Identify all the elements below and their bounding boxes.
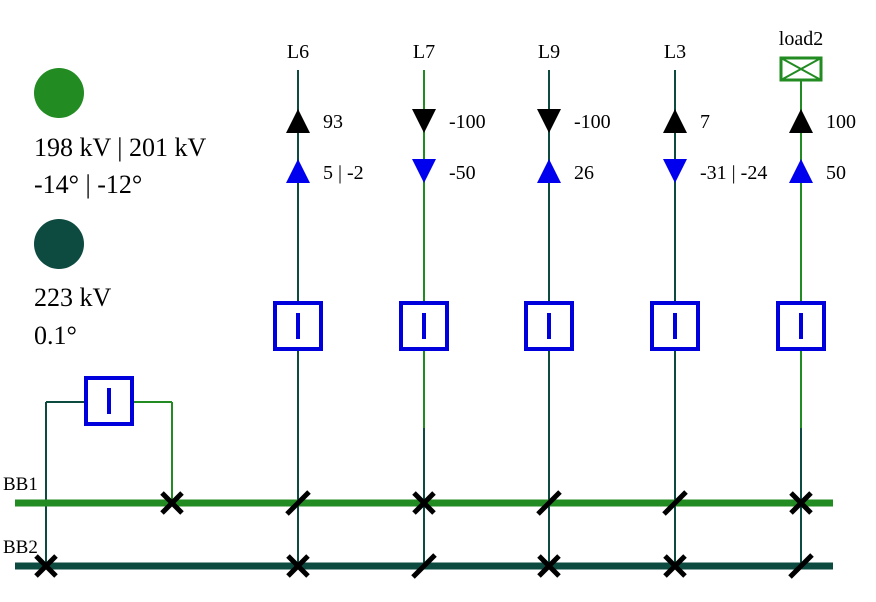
feeder-l3-label: L3: [664, 41, 686, 63]
voltage-level-2-angle: 0.1°: [34, 321, 77, 350]
feeder-l3: L3 7 -31 | -24: [650, 41, 767, 566]
reactive-power-value: -50: [449, 162, 476, 184]
busbars: BB1 BB2: [3, 474, 833, 570]
feeder-l9-label: L9: [538, 41, 560, 63]
load-icon-diag-b: [780, 57, 822, 81]
feeder-load2-bb1-switch-stroke-b: [789, 491, 813, 515]
feeder-l9-bb1-switch-stroke: [536, 490, 562, 516]
voltage-level-2-voltage: 223 kV: [34, 283, 112, 312]
feeder-load2-label: load2: [779, 28, 823, 50]
feeder-load2: load2 100 50: [776, 28, 856, 566]
active-power-value: 7: [700, 111, 710, 133]
feeder-l7-bb2-switch[interactable]: [411, 553, 437, 579]
reactive-power-arrow-icon: [537, 159, 561, 183]
switches: [34, 490, 814, 579]
reactive-power-arrow-icon: [789, 159, 813, 183]
voltage-level-1-angle: -14° | -12°: [34, 170, 142, 199]
feeder-l3-bb2-switch[interactable]: [663, 554, 687, 578]
feeder-l6-bb1-switch[interactable]: [285, 490, 311, 516]
feeder-l6-bb2-switch[interactable]: [286, 554, 310, 578]
feeder-l3-bb1-switch-stroke: [662, 490, 688, 516]
active-power-value: 100: [826, 111, 856, 133]
active-power-arrow-icon: [663, 109, 687, 133]
active-power-value: -100: [574, 111, 611, 133]
feeder-load2-bb1-switch[interactable]: [789, 491, 813, 515]
coupler-bb1-switch-stroke-b: [160, 491, 184, 515]
reactive-power-value: 5 | -2: [323, 162, 364, 184]
reactive-power-arrow-icon: [663, 159, 687, 183]
voltage-level-1-indicator[interactable]: [34, 68, 84, 118]
feeder-l6-breaker[interactable]: [273, 301, 323, 351]
reactive-power-arrow-icon: [412, 159, 436, 183]
feeder-l9-bb1-switch[interactable]: [536, 490, 562, 516]
feeder-l9-bb2-switch-stroke-b: [537, 554, 561, 578]
feeder-l6-label: L6: [287, 41, 309, 63]
feeder-l7-label: L7: [413, 41, 435, 63]
coupler-bb2-switch[interactable]: [34, 554, 58, 578]
breaker-box: [399, 301, 449, 351]
active-power-value: -100: [449, 111, 486, 133]
feeder-l7-bb2-switch-stroke: [411, 553, 437, 579]
feeder-l3-breaker[interactable]: [650, 301, 700, 351]
coupler-breaker[interactable]: [84, 376, 134, 426]
busbar-bb1-label: BB1: [3, 474, 38, 495]
active-power-arrow-icon: [286, 109, 310, 133]
feeders: L6 93 5 | -2 L7 -100 -50 L9 -100 26 L3 7 -31 | -24 l…: [273, 28, 856, 566]
voltage-level-2-indicator[interactable]: [34, 219, 84, 269]
bus-coupler: [45, 376, 173, 566]
feeder-l3-bb2-switch-stroke-b: [663, 554, 687, 578]
feeder-l7: L7 -100 -50: [399, 41, 486, 566]
busbar-bb2-label: BB2: [3, 537, 38, 558]
feeder-l6-bb2-switch-stroke-b: [286, 554, 310, 578]
reactive-power-value: 50: [826, 162, 846, 184]
feeder-l6: L6 93 5 | -2: [273, 41, 364, 566]
feeder-l9-breaker[interactable]: [524, 301, 574, 351]
reactive-power-arrow-icon: [286, 159, 310, 183]
voltage-level-1-voltage: 198 kV | 201 kV: [34, 133, 207, 162]
feeder-load2-bb2-switch[interactable]: [788, 553, 814, 579]
feeder-load2-bb2-switch-stroke: [788, 553, 814, 579]
feeder-l7-bb1-switch[interactable]: [412, 491, 436, 515]
active-power-arrow-icon: [537, 109, 561, 133]
coupler-bb2-switch-stroke-b: [34, 554, 58, 578]
voltage-level-legend: 198 kV | 201 kV -14° | -12° 223 kV 0.1°: [34, 68, 207, 350]
feeder-load2-breaker[interactable]: [776, 301, 826, 351]
coupler-bb1-switch[interactable]: [160, 491, 184, 515]
feeder-l3-bb1-switch[interactable]: [662, 490, 688, 516]
feeder-l7-breaker[interactable]: [399, 301, 449, 351]
active-power-arrow-icon: [789, 109, 813, 133]
active-power-value: 93: [323, 111, 343, 133]
feeder-l9: L9 -100 26: [524, 41, 611, 566]
feeder-l7-bb1-switch-stroke-b: [412, 491, 436, 515]
feeder-l9-bb2-switch[interactable]: [537, 554, 561, 578]
load-icon[interactable]: [779, 56, 823, 82]
feeder-l6-bb1-switch-stroke: [285, 490, 311, 516]
reactive-power-value: -31 | -24: [700, 162, 767, 184]
active-power-arrow-icon: [412, 109, 436, 133]
reactive-power-value: 26: [574, 162, 594, 184]
